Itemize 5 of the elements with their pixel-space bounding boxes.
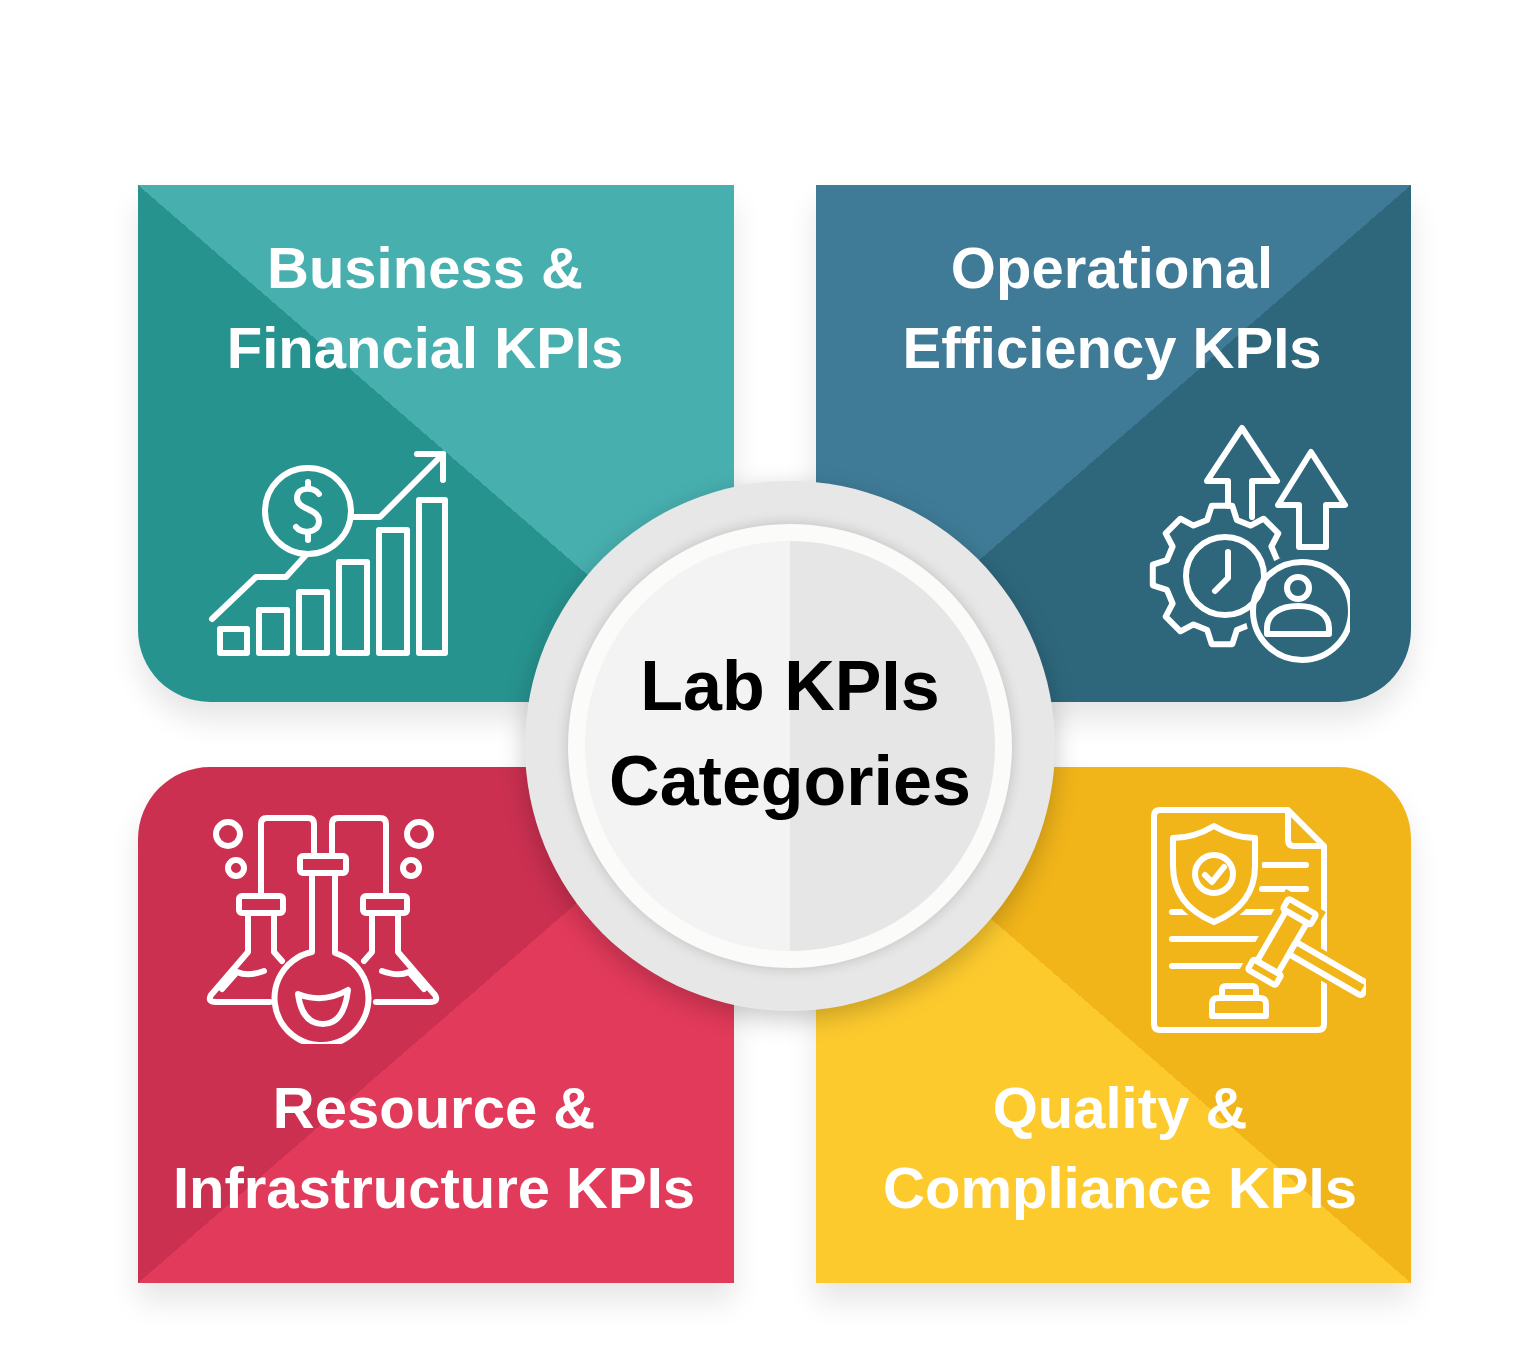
category-title: Resource & Infrastructure KPIs	[171, 1074, 697, 1222]
center-title: Lab KPIs Categories	[608, 646, 972, 822]
category-title: Operational Efficiency KPIs	[901, 234, 1323, 382]
category-title: Business & Financial KPIs	[225, 234, 625, 382]
category-title: Quality & Compliance KPIs	[882, 1074, 1358, 1222]
